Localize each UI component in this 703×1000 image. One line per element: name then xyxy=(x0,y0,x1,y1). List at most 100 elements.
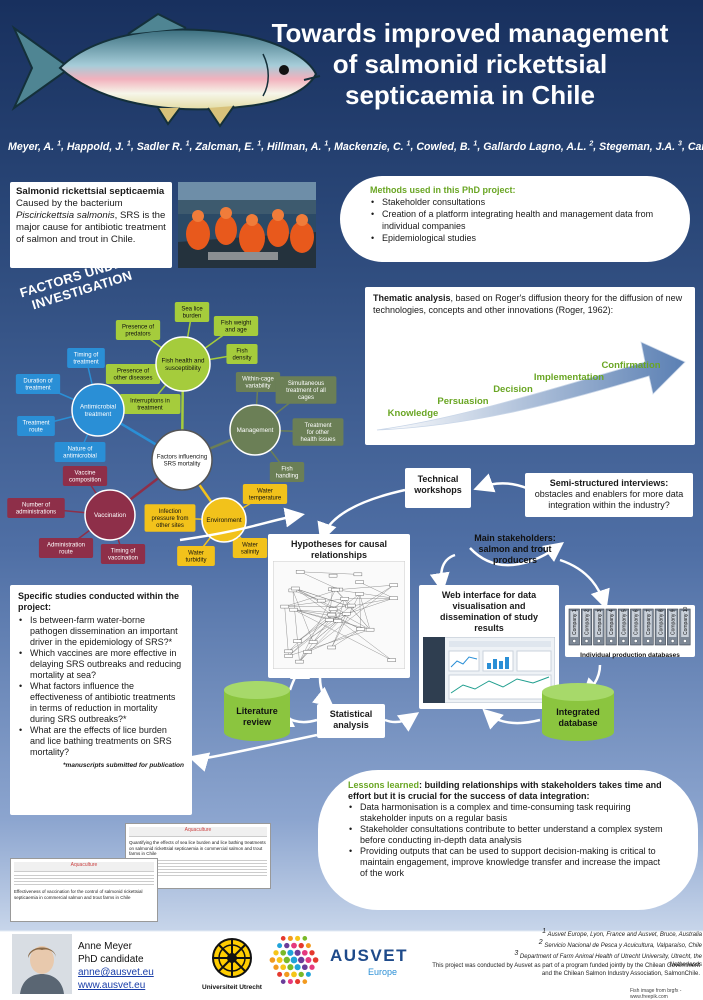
avatar xyxy=(12,934,72,994)
email-link[interactable]: anne@ausvet.eu xyxy=(78,967,154,978)
factor-node-label: administrations xyxy=(16,510,56,516)
author-name: Meyer, A. 1 xyxy=(8,140,61,153)
globe-dot xyxy=(312,957,319,963)
factor-node-label: Nature of xyxy=(68,447,93,453)
diffusion-stage: Decision xyxy=(493,384,533,395)
paper-title: Quantifying the effects of sea lice burd… xyxy=(129,840,266,856)
factor-node-label: Treatment xyxy=(304,423,331,429)
studies-note: *manuscripts submitted for publication xyxy=(63,762,184,769)
factor-node-label: Water xyxy=(188,551,204,557)
database-binder-label: Company 2 xyxy=(585,609,591,635)
study-question: Which vaccines are more effective in del… xyxy=(18,648,184,681)
factor-node-label: pressure from xyxy=(151,516,188,522)
globe-dot xyxy=(298,971,304,978)
factor-node xyxy=(242,484,288,504)
hypotheses-label: Hypotheses for causal xyxy=(290,539,388,549)
globe-dot xyxy=(290,956,298,964)
stakeholders-label: Main stakeholders: salmon and trout prod… xyxy=(455,533,575,566)
author-name: Cowled, B. 1 xyxy=(416,140,478,153)
globe-dot xyxy=(305,957,312,963)
factor-center-label: Factors influencing xyxy=(157,455,207,461)
database-binder-label: Company 5 xyxy=(621,609,627,635)
globe-dot xyxy=(280,949,287,956)
literature-label: review xyxy=(243,717,272,727)
globe-dot xyxy=(269,957,276,963)
factor-node xyxy=(17,416,55,436)
factor-hub-label: Antimicrobial xyxy=(80,404,116,411)
web-interface-box: Web interface for data visualisation and… xyxy=(419,585,559,709)
factor-node-label: salinity xyxy=(241,550,259,556)
factor-node xyxy=(232,538,268,558)
stakeholders-line: producers xyxy=(492,555,537,565)
factor-node xyxy=(235,372,281,392)
factor-node-label: Water xyxy=(257,489,273,495)
globe-dot xyxy=(305,971,311,977)
utrecht-university-logo: Universiteit Utrecht xyxy=(202,938,263,991)
image-credit: Fish image from brgfx - www.freepik.com xyxy=(630,988,682,1000)
intro-text: , SRS is the major cause for antibiotic … xyxy=(16,210,166,245)
factor-node-label: Fish xyxy=(236,349,247,355)
factor-center xyxy=(151,429,213,491)
globe-dot xyxy=(295,935,301,941)
database-binder: Company 7 xyxy=(642,608,654,646)
title-line: septicaemia in Chile xyxy=(345,80,595,110)
factor-node xyxy=(7,498,65,518)
database-binder: Company 4 xyxy=(605,608,617,646)
affiliations: 1 Ausvet Europe, Lyon, France and Ausvet… xyxy=(492,928,702,969)
thematic-heading: Thematic analysis xyxy=(373,293,451,303)
database-binder-label: Company 9 xyxy=(671,609,677,635)
factor-node-label: Duration of xyxy=(23,379,53,385)
factor-node xyxy=(144,504,196,532)
factor-node xyxy=(54,442,106,462)
database-binder-label: Company 6 xyxy=(634,609,640,635)
web-label: Web interface for data xyxy=(441,590,537,600)
author-name: Stegeman, J.A. 3 xyxy=(599,140,682,153)
factor-node-label: treatment xyxy=(25,386,51,392)
author-name: Sadler R. 1 xyxy=(136,140,190,153)
globe-dot xyxy=(280,979,286,984)
factor-hub-label: Management xyxy=(237,427,274,434)
method-item: Epidemiological studies xyxy=(370,232,660,244)
web-label: visualisation and xyxy=(452,601,526,611)
factor-node-label: treatment xyxy=(73,360,99,366)
funding-statement: This project was conducted by Ausvet as … xyxy=(432,963,700,977)
poster-title: Towards improved management of salmonid … xyxy=(250,18,690,111)
globe-dot xyxy=(298,956,305,964)
factor-node-label: Number of xyxy=(22,503,50,509)
database-binder: Company 10 xyxy=(679,606,691,646)
globe-dot xyxy=(291,942,297,949)
factor-node-label: turbidity xyxy=(185,558,206,564)
factor-hub-label: susceptibility xyxy=(165,365,202,372)
globe-dot xyxy=(305,943,311,949)
factor-node xyxy=(174,302,210,322)
globe-dot xyxy=(284,971,290,978)
factor-node xyxy=(226,344,258,364)
factor-hub-label: Fish health and xyxy=(161,358,205,365)
globe-dot xyxy=(302,936,308,941)
factor-node-label: Fish weight xyxy=(221,321,252,327)
study-question: What are the effects of lice burden and … xyxy=(18,725,184,758)
database-binder-label: Company 1 xyxy=(572,609,578,635)
database-binder-label: Company 3 xyxy=(597,609,603,635)
integrated-database-cylinder: Integrated database xyxy=(542,683,614,741)
globe-dot xyxy=(294,949,301,956)
species-name: Piscirickettsia salmonis xyxy=(16,210,115,221)
factor-node-label: Timing of xyxy=(111,549,136,555)
website-link[interactable]: www.ausvet.eu xyxy=(78,980,146,991)
paper-thumbnail-vaccination: Aquaculture Effectiveness of vaccination… xyxy=(10,858,158,922)
factor-node-label: for other xyxy=(307,430,329,436)
database-binder: Company 9 xyxy=(667,608,679,646)
globe-dot xyxy=(287,935,293,941)
factor-node xyxy=(275,376,337,404)
factor-node-label: route xyxy=(29,428,43,434)
hypotheses-box: Hypotheses for causal relationships xyxy=(268,534,410,678)
factor-node xyxy=(38,538,94,558)
factor-node-label: route xyxy=(59,550,73,556)
affiliation-line: 3 Department of Farm Animal Health of Ut… xyxy=(514,950,702,968)
study-question: What factors influence the effectiveness… xyxy=(18,681,184,725)
author-name: Gallardo Lagno, A.L. 2 xyxy=(483,140,594,153)
factor-node-label: temperature xyxy=(249,496,282,502)
factor-hub-label: Vaccination xyxy=(94,512,127,519)
